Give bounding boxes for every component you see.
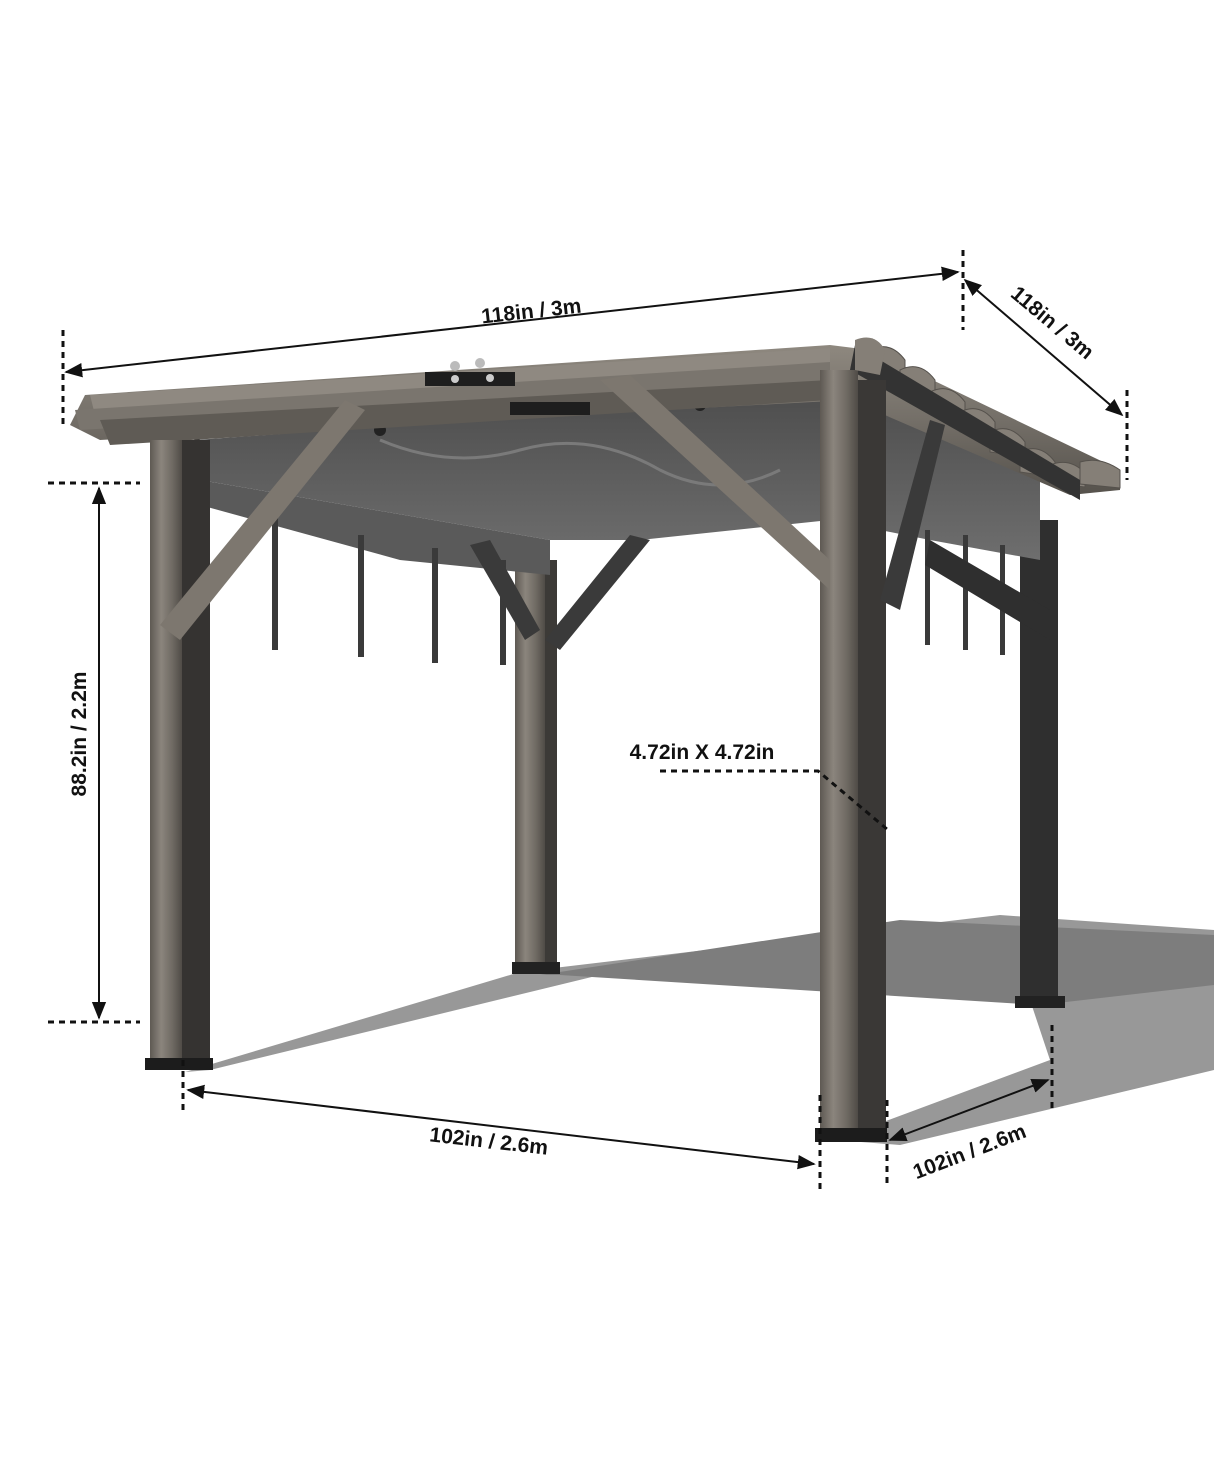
base-width-label: 102in / 2.6m <box>428 1123 549 1159</box>
back-right-post <box>1015 520 1065 1008</box>
base-width-dimension: 102in / 2.6m <box>181 1060 822 1190</box>
roof-depth-label: 118in / 3m <box>1006 282 1098 364</box>
post-size-callout: 4.72in X 4.72in <box>630 741 889 832</box>
roof-length-label: 118in / 3m <box>480 295 582 329</box>
back-braces <box>470 535 1050 650</box>
roof-length-dimension: 118in / 3m <box>61 250 965 425</box>
height-dimension: 88.2in / 2.2m <box>48 481 140 1024</box>
height-label: 88.2in / 2.2m <box>68 672 91 797</box>
post-size-label: 4.72in X 4.72in <box>630 741 775 764</box>
ground-shadow <box>185 915 1214 1145</box>
front-left-post <box>145 400 365 1070</box>
